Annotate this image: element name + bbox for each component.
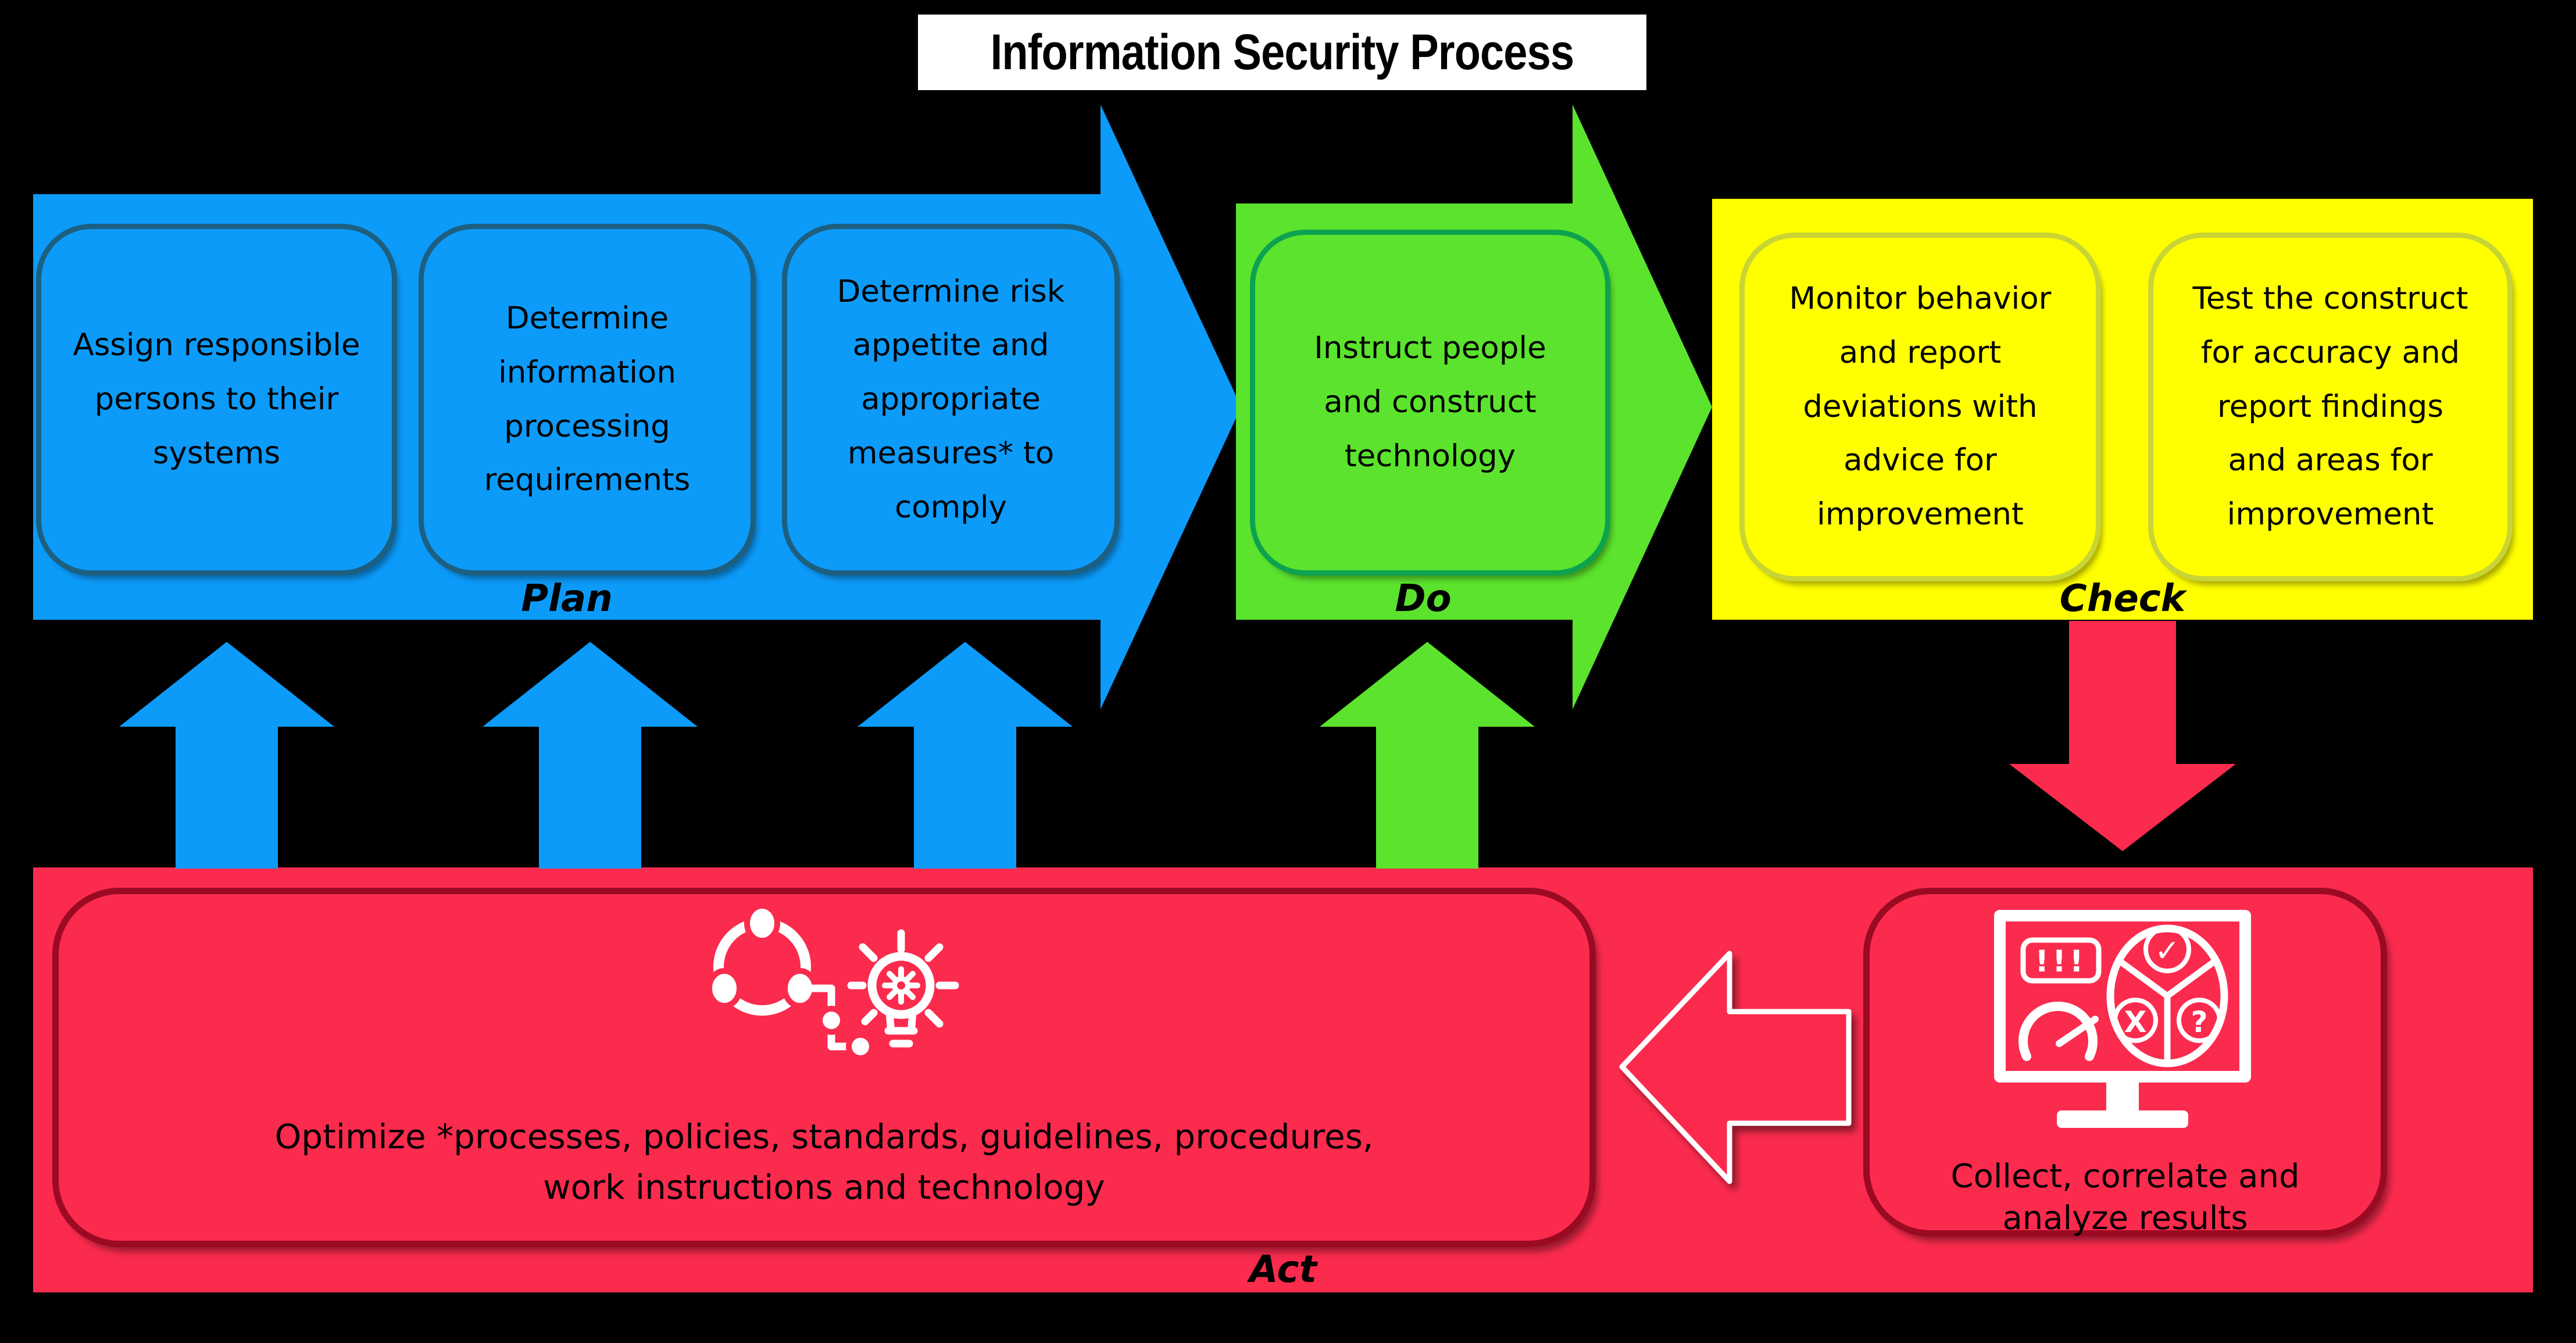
share-node-left [706, 968, 742, 1009]
bulb-neck [885, 1008, 917, 1030]
alert-exclamations: !!! [2035, 944, 2086, 979]
monitor-stand-neck [2106, 1077, 2139, 1110]
results-pie-icon: ✓ X ? [2106, 924, 2228, 1067]
do-label: Do [1395, 577, 1452, 620]
gear-icon [882, 966, 920, 1005]
monitor-stand-base [2057, 1110, 2188, 1128]
bulb-glass [867, 952, 935, 1019]
pie-question-glyph: ? [2191, 1005, 2207, 1039]
act-optimize-text: Optimize *processes, policies, standards… [274, 1117, 1374, 1207]
up-arrow-act-to-plan-1 [119, 642, 334, 869]
gauge-icon [2018, 1001, 2099, 1061]
act-label: Act [1249, 1248, 1317, 1291]
connector-dot-1 [817, 1006, 846, 1035]
pie-check-glyph: ✓ [2155, 934, 2180, 969]
connector-dot-2 [846, 1032, 875, 1061]
check-label: Check [2059, 577, 2186, 620]
plan-box-assign-persons: Assign responsible persons to their syst… [36, 224, 397, 576]
plan-label: Plan [521, 577, 613, 620]
share-node-top [744, 903, 780, 944]
act-collect-text: Collect, correlate and analyze results [1950, 1158, 2300, 1237]
up-arrow-act-to-plan-3 [858, 642, 1073, 869]
up-arrow-act-to-do [1320, 642, 1535, 869]
up-arrow-act-to-plan-2 [483, 642, 698, 869]
act-box-optimize [52, 888, 1596, 1247]
do-box-instruct-people: Instruct people and construct technology [1250, 230, 1610, 576]
dashboard-monitor-icon: !!! ✓ X ? [1994, 910, 2251, 1128]
left-arrow-collect-to-optimize [1619, 951, 1852, 1184]
down-arrow-check-to-act [2009, 621, 2236, 851]
bulb-rays [847, 929, 959, 1028]
pie-cross-glyph: X [2124, 1005, 2147, 1039]
plan-box-risk-appetite: Determine risk appetite and appropriate … [782, 224, 1120, 576]
alert-badge [2020, 937, 2102, 984]
diagram-title: Information Security Process [990, 24, 1574, 80]
bulb-base [884, 1027, 918, 1048]
check-box-test-construct: Test the construct for accuracy and repo… [2148, 233, 2513, 581]
plan-box-information-requirements: Determine information processing require… [419, 224, 756, 576]
process-optimization-icon [706, 903, 959, 1061]
diagram-title-box: Information Security Process [918, 15, 1646, 90]
check-box-monitor-behavior: Monitor behavior and report deviations w… [1739, 233, 2101, 581]
